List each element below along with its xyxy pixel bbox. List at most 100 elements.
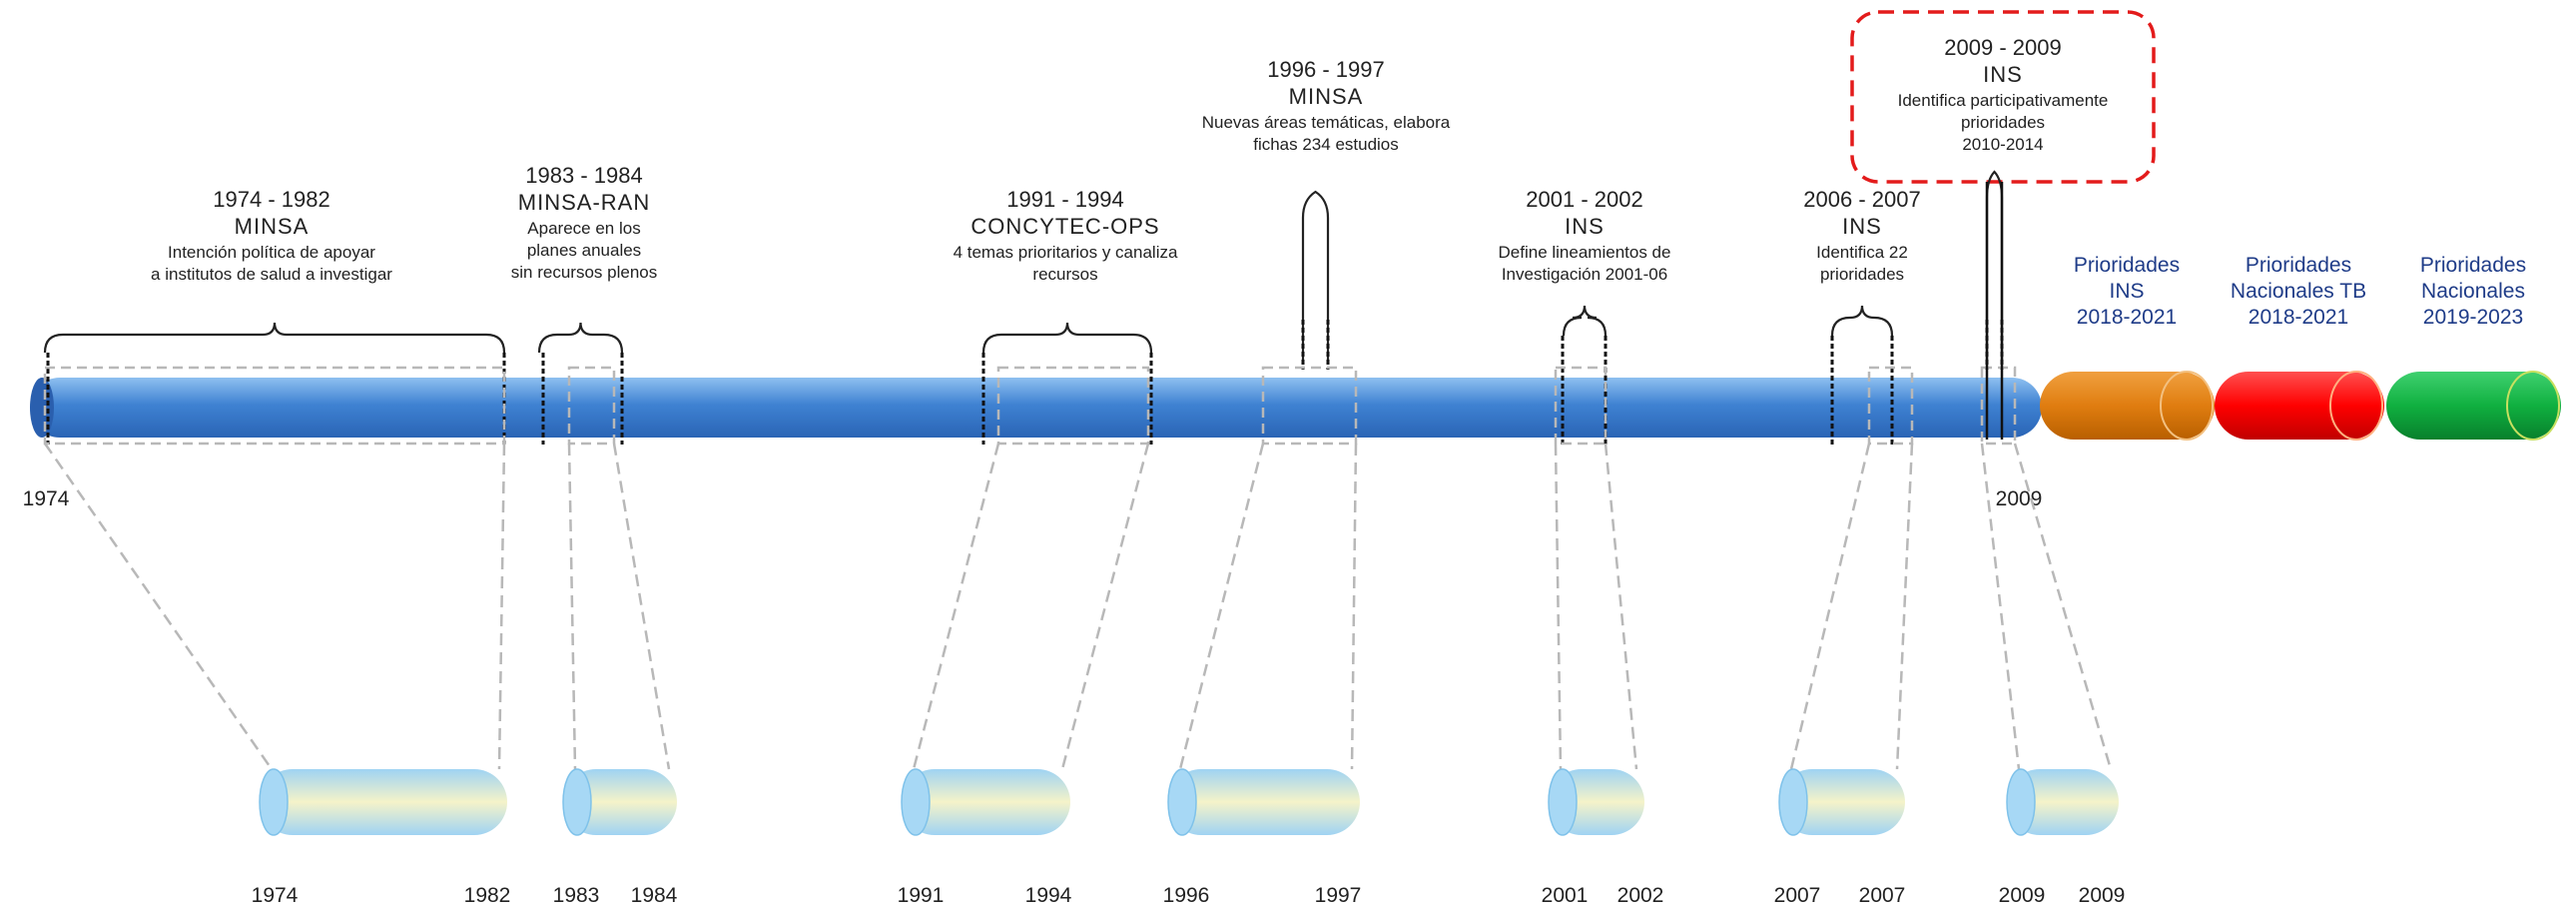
period-to-year: 2009 [2079,884,2126,907]
zoom-connector [497,443,506,770]
period-org-label: INS [1842,214,1882,239]
bracket [537,322,624,354]
period-description-line: fichas 234 estudios [1253,135,1399,154]
period-zoom-box [567,366,616,446]
period-description-line: prioridades [1820,265,1904,284]
period-to-year: 1982 [464,884,511,907]
zoom-connector [1178,443,1265,770]
period-org-label: INS [1565,214,1605,239]
period-cylinder [563,769,677,835]
period-cylinder-cap [259,768,289,836]
future-label-tb-1: Prioridades [2246,254,2351,277]
bracket [981,322,1153,354]
period-description-line: 2010-2014 [1962,135,2043,154]
period-cylinder [902,769,1070,835]
period-cylinder [1168,769,1360,835]
period-description-line: a institutos de salud a investigar [151,265,392,284]
period-description-line: sin recursos plenos [511,263,657,282]
period-org-label: CONCYTEC-OPS [970,214,1159,239]
bracket [43,322,506,354]
future-cylinder-tb [2215,371,2384,441]
future-label-ins-1: Prioridades [2074,254,2180,277]
period-from-year: 1991 [898,884,945,907]
period-cylinder [1779,769,1905,835]
period-to-year: 1994 [1025,884,1072,907]
period-description-line: recursos [1032,265,1097,284]
period-description-line: prioridades [1961,113,2045,132]
period-years-label: 2001 - 2002 [1526,187,1642,212]
future-label-nac-1: Prioridades [2420,254,2526,277]
period-years-label: 1996 - 1997 [1267,57,1384,82]
period-cylinder-cap [1548,768,1578,836]
period-cylinder-cap [562,768,592,836]
period-to-year: 1997 [1315,884,1362,907]
period-cylinder-cap [901,768,931,836]
zoom-connector [912,443,1000,770]
future-cylinder-ins [2040,371,2215,441]
period-org-label: INS [1983,62,2023,87]
period-cylinder-cap [2006,768,2036,836]
zoom-connector [567,443,577,770]
period-description-line: Intención política de apoyar [168,243,375,262]
bracket [1562,305,1608,337]
period-years-label: 2006 - 2007 [1803,187,1920,212]
zoom-connector [1980,443,2021,770]
period-from-year: 2001 [1542,884,1589,907]
period-description-line: Nuevas áreas temáticas, elabora [1202,113,1451,132]
period-description-line: Investigación 2001-06 [1502,265,1667,284]
period-org-label: MINSA [235,214,310,239]
period-cylinder-cap [1167,768,1197,836]
bracket [1985,170,2004,360]
period-description-line: Identifica 22 [1816,243,1908,262]
future-label-tb-2: Nacionales TB [2231,280,2366,303]
future-cylinder-nacionales [2386,371,2561,441]
period-description-line: planes anuales [527,241,641,260]
period-from-year: 1974 [252,884,299,907]
period-to-year: 2007 [1859,884,1906,907]
period-description-line: Define lineamientos de [1499,243,1671,262]
zoom-connector [612,443,671,770]
zoom-connector [1350,443,1358,770]
future-label-nac-3: 2019-2023 [2423,306,2523,329]
period-description-line: Identifica participativamente [1898,91,2109,110]
period-cylinder [260,769,507,835]
period-cylinder [2007,769,2119,835]
period-years-label: 1991 - 1994 [1006,187,1123,212]
period-from-year: 1996 [1163,884,1210,907]
timeline-start-label: 1974 [23,487,70,510]
zoom-connector [1604,443,1638,770]
period-description-line: 4 temas prioritarios y canaliza [954,243,1178,262]
highlight-connector [1985,182,2004,440]
zoom-connector [1554,443,1563,770]
period-zoom-box [1554,366,1608,446]
future-label-nac-2: Nacionales [2421,280,2525,303]
period-description-line: Aparece en los [527,219,640,238]
future-label-ins-2: INS [2109,280,2144,303]
period-zoom-box [1867,366,1914,446]
period-zoom-box [1980,366,2017,446]
period-org-label: MINSA-RAN [518,190,650,215]
zoom-connector [43,443,274,770]
future-label-ins-3: 2018-2021 [2077,306,2177,329]
zoom-connector [1060,443,1150,770]
period-zoom-box [43,366,506,446]
timeline-end-label: 2009 [1996,487,2043,510]
period-from-year: 2009 [1999,884,2046,907]
period-from-year: 2007 [1774,884,1821,907]
highlight-box-2009 [1850,10,2156,184]
period-from-year: 1983 [553,884,600,907]
zoom-connector [1895,443,1914,770]
period-years-label: 1974 - 1982 [213,187,329,212]
future-label-tb-3: 2018-2021 [2249,306,2348,329]
bracket [1830,305,1894,337]
period-org-label: MINSA [1289,84,1364,109]
period-years-label: 1983 - 1984 [525,163,642,188]
period-to-year: 2002 [1617,884,1664,907]
